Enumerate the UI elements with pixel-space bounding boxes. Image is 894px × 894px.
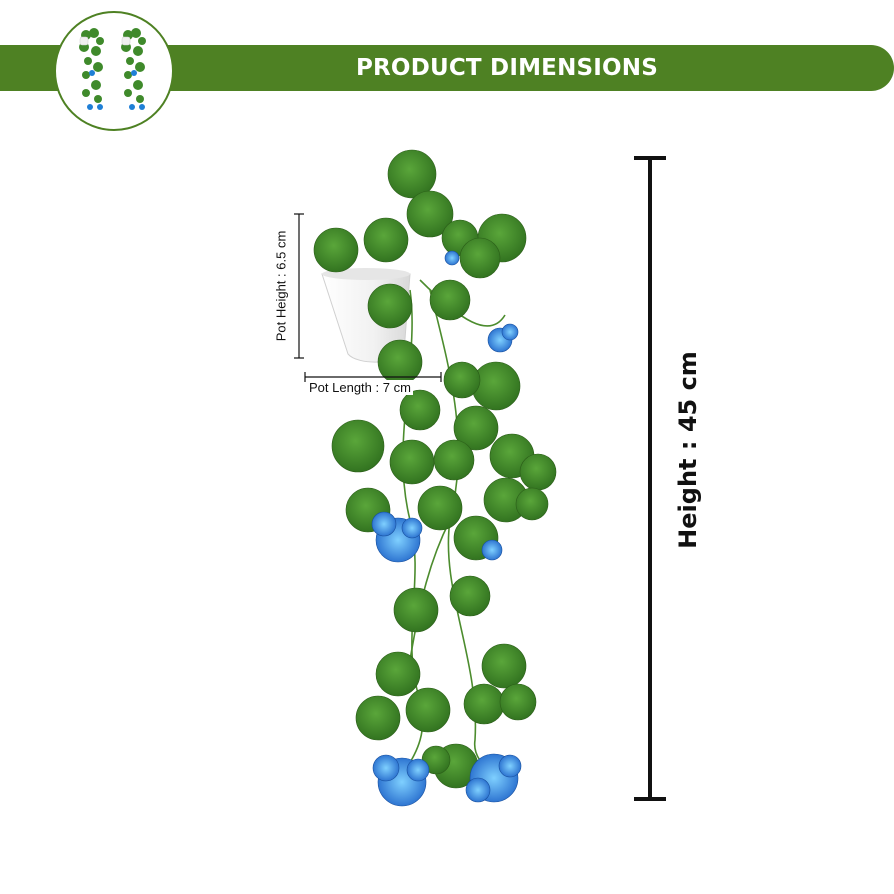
banner-title: PRODUCT DIMENSIONS [355, 55, 659, 81]
thumbnail-badge [54, 11, 174, 131]
pot-length-label: Pot Length : 7 cm [307, 380, 413, 395]
pot-height-label: Pot Height : 6.5 cm [273, 230, 289, 342]
height-label: Height : 45 cm [674, 351, 702, 549]
hanging-plant-illustration [313, 149, 557, 807]
hanging-plant-pair-icon [79, 28, 146, 110]
